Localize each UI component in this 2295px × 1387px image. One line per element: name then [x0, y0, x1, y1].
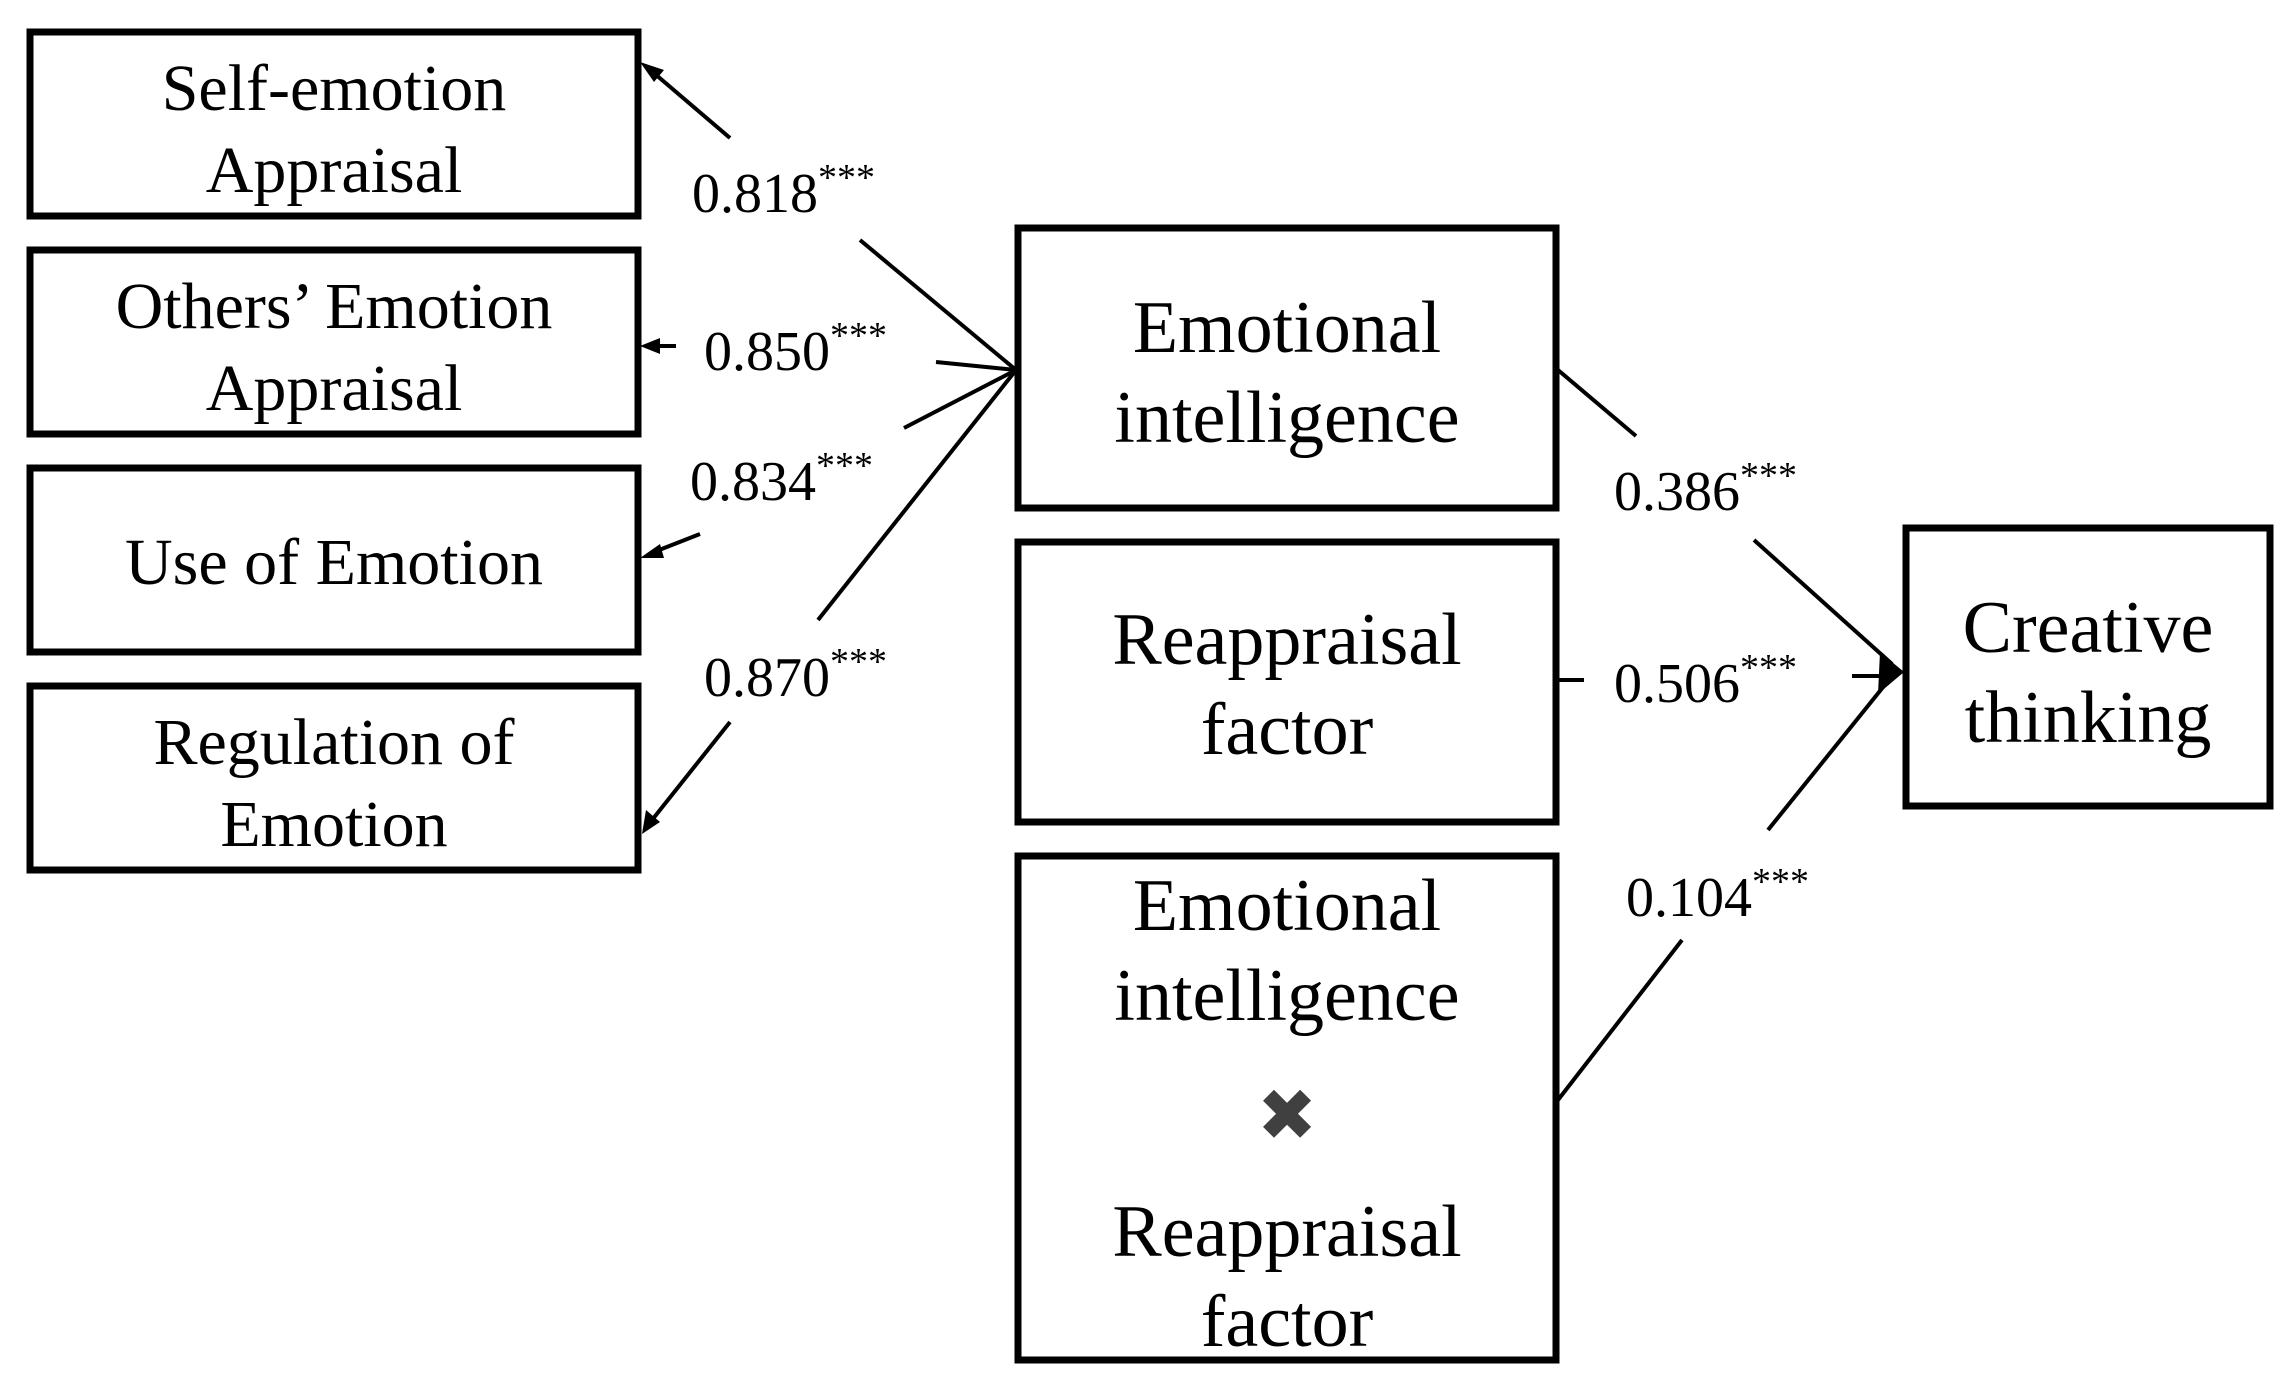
path-label-ei-creative: 0.386***	[1614, 455, 1797, 523]
path-value: 0.386	[1614, 461, 1740, 523]
interaction-label-line2: intelligence	[1114, 955, 1459, 1037]
path-ei-to-self-emotion-lower	[858, 238, 1018, 372]
indicator-label-line1: Use of Emotion	[125, 526, 543, 599]
loading-value: 0.818	[692, 163, 818, 225]
outcome-label-line2: thinking	[1965, 677, 2212, 759]
significance-stars: ***	[816, 445, 873, 487]
interaction-label-line1: Emotional	[1133, 865, 1441, 947]
path-value: 0.506	[1614, 653, 1740, 715]
construct-box	[1014, 852, 1560, 1364]
arrowhead-others-emotion	[640, 338, 660, 354]
indicator-regulation-of-emotion: Regulation of Emotion	[26, 682, 642, 874]
path-labels: 0.386*** 0.506*** 0.104***	[1614, 455, 1809, 929]
indicator-label-line2: Appraisal	[206, 134, 463, 207]
arrowhead-regulation	[642, 810, 660, 834]
indicator-use-of-emotion: Use of Emotion	[26, 464, 642, 656]
loading-label-use-of-emotion: 0.834***	[690, 445, 873, 513]
indicator-box	[26, 682, 642, 874]
indicator-box	[26, 28, 642, 220]
arrowhead-use-of-emotion	[640, 544, 664, 558]
path-label-reappraisal-creative: 0.506***	[1614, 647, 1797, 715]
arrowhead-creative-thinking	[1878, 652, 1904, 694]
significance-stars: ***	[1752, 861, 1809, 903]
path-ei-to-creative-lower	[1752, 538, 1894, 666]
indicator-box	[26, 464, 642, 656]
construct-label-line1: Emotional	[1133, 287, 1441, 369]
interaction-label-line4: factor	[1201, 1281, 1374, 1363]
indicator-label-line1: Others’ Emotion	[116, 270, 553, 343]
path-ei-to-use-of-emotion-left	[653, 532, 701, 554]
loading-label-self-emotion: 0.818***	[692, 157, 875, 225]
reappraisal-factor-construct: Reappraisal factor	[1014, 538, 1560, 826]
path-ei-to-regulation-lower	[650, 720, 732, 822]
path-interaction-to-creative-upper	[1766, 674, 1894, 832]
outcome-box	[1902, 524, 2274, 810]
interaction-term-construct: Emotional intelligence ✖ Reappraisal fac…	[1014, 852, 1560, 1364]
loading-label-regulation: 0.870***	[704, 641, 887, 709]
indicator-label-line2: Appraisal	[206, 352, 463, 425]
significance-stars: ***	[830, 641, 887, 683]
significance-stars: ***	[1740, 647, 1797, 689]
indicator-label-line1: Self-emotion	[162, 52, 507, 125]
indicator-label-line1: Regulation of	[153, 706, 514, 779]
path-value: 0.104	[1626, 867, 1752, 929]
significance-stars: ***	[1740, 455, 1797, 497]
construct-label-line1: Reappraisal	[1112, 599, 1461, 681]
loading-label-others-emotion: 0.850***	[704, 315, 887, 383]
path-interaction-to-creative-lower	[1556, 938, 1684, 1102]
path-ei-to-self-emotion-upper	[646, 66, 732, 140]
emotional-intelligence-construct: Emotional intelligence	[1014, 224, 1560, 512]
construct-box	[1014, 538, 1560, 826]
loading-value: 0.834	[690, 451, 816, 513]
significance-stars: ***	[830, 315, 887, 357]
path-label-interaction-creative: 0.104***	[1626, 861, 1809, 929]
outcome-label-line1: Creative	[1963, 587, 2214, 669]
construct-box	[1014, 224, 1560, 512]
indicator-box	[26, 246, 642, 438]
path-ei-to-use-of-emotion-right	[903, 368, 1017, 430]
indicator-self-emotion-appraisal: Self-emotion Appraisal	[26, 28, 642, 220]
construct-label-line2: factor	[1201, 689, 1374, 771]
loading-value: 0.850	[704, 321, 830, 383]
loading-value: 0.870	[704, 647, 830, 709]
path-ei-to-others-emotion-right	[935, 360, 1017, 372]
construct-label-line2: intelligence	[1114, 377, 1459, 459]
interaction-label-line3: Reappraisal	[1112, 1191, 1461, 1273]
indicator-label-line2: Emotion	[220, 788, 447, 861]
indicator-others-emotion-appraisal: Others’ Emotion Appraisal	[26, 246, 642, 438]
arrowhead-self-emotion	[640, 62, 664, 82]
path-ei-to-creative-upper	[1556, 368, 1638, 438]
significance-stars: ***	[818, 157, 875, 199]
loading-labels: 0.818*** 0.850*** 0.834*** 0.870***	[690, 157, 887, 709]
path-ei-to-regulation-upper	[816, 368, 1018, 622]
creative-thinking-outcome: Creative thinking	[1902, 524, 2274, 810]
multiplication-icon: ✖	[1257, 1073, 1317, 1157]
connectors	[640, 62, 1904, 1102]
